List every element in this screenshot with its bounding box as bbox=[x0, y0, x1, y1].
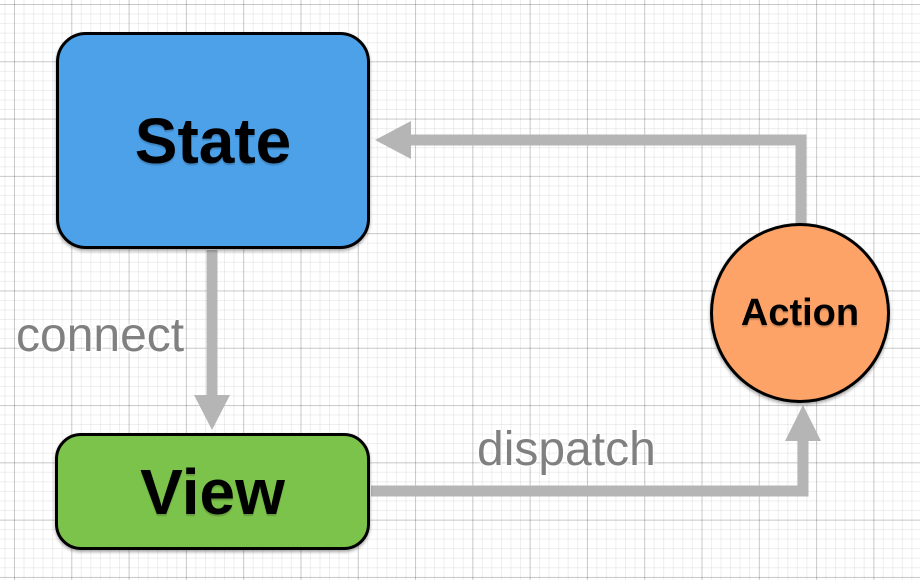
node-state-label: State bbox=[134, 104, 292, 177]
edge-label-connect: connect bbox=[16, 309, 185, 362]
arrowhead-down-icon bbox=[194, 395, 230, 430]
node-action-label: Action bbox=[740, 292, 860, 334]
arrowhead-left-icon bbox=[375, 121, 411, 159]
edge-action-to-state bbox=[375, 121, 807, 226]
node-view: View bbox=[55, 433, 370, 550]
arrowhead-up-icon bbox=[785, 405, 821, 441]
edge-view-to-action bbox=[371, 405, 821, 497]
node-view-label: View bbox=[140, 455, 285, 528]
edge-label-dispatch: dispatch bbox=[477, 423, 656, 476]
edge-state-to-view bbox=[194, 250, 230, 430]
node-action: Action bbox=[710, 223, 890, 403]
node-state: State bbox=[56, 32, 370, 249]
